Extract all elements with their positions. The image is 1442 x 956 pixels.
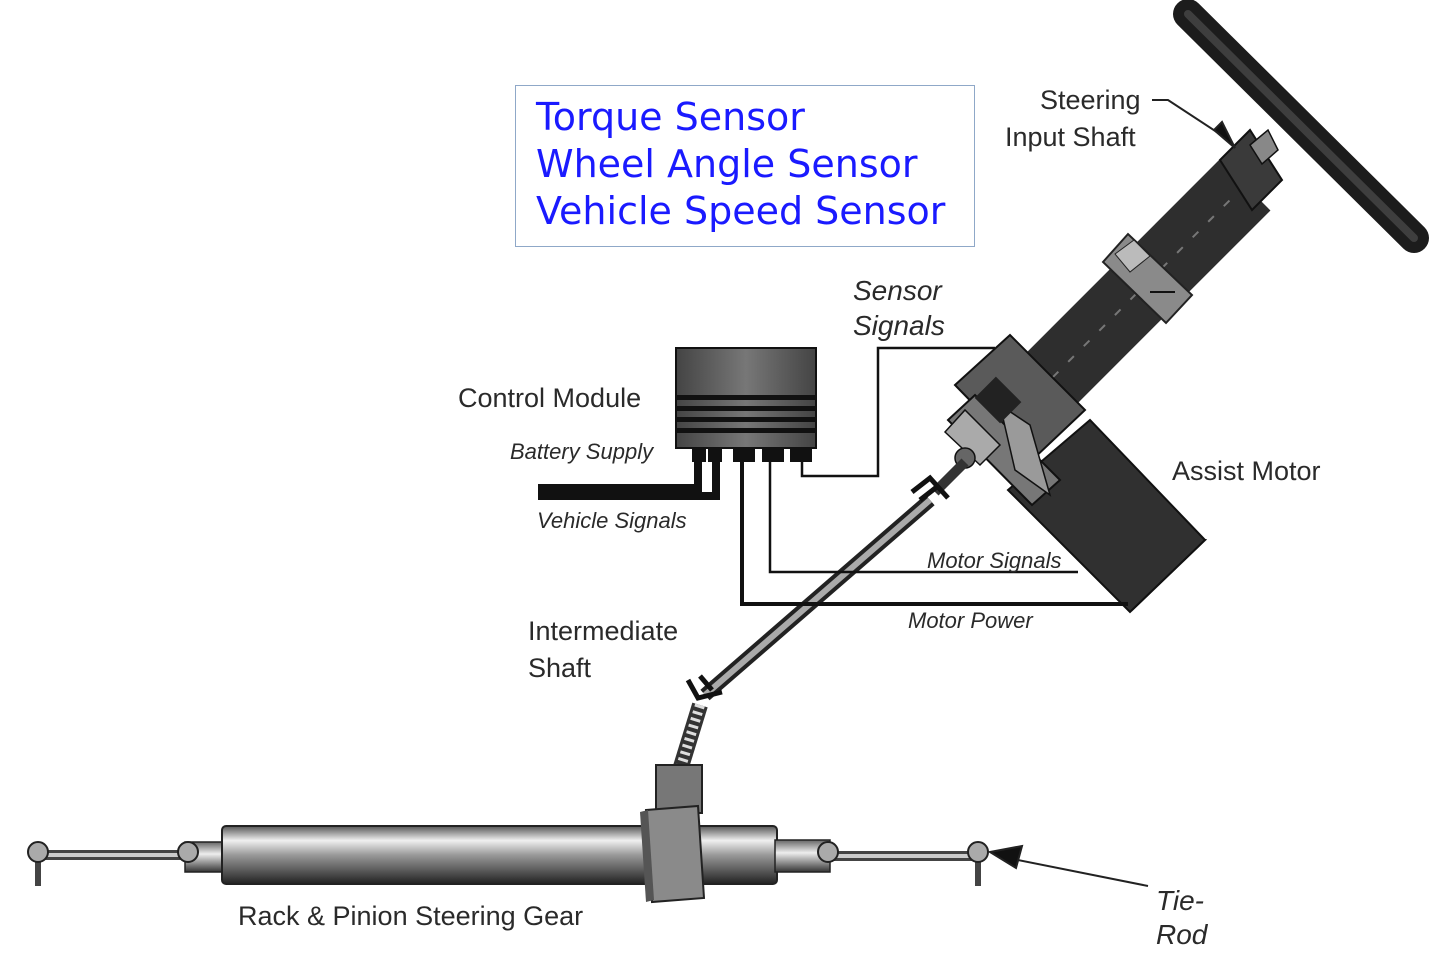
label-tie: Tie- bbox=[1156, 885, 1204, 916]
sensor-item-torque: Torque Sensor bbox=[536, 95, 805, 139]
leader-lines bbox=[987, 99, 1236, 887]
label-intermediate: Intermediate bbox=[528, 616, 679, 646]
steering-wheel bbox=[1173, 0, 1429, 253]
sensor-list-box: Torque Sensor Wheel Angle Sensor Vehicle… bbox=[515, 85, 975, 247]
label-motor-signals: Motor Signals bbox=[927, 548, 1062, 573]
label-signals: Signals bbox=[853, 310, 945, 341]
label-assist-motor: Assist Motor bbox=[1172, 456, 1321, 486]
sensor-item-wheel-angle: Wheel Angle Sensor bbox=[536, 142, 918, 186]
label-battery-supply: Battery Supply bbox=[510, 439, 654, 464]
rack-pinion-gear bbox=[27, 764, 989, 904]
sensor-item-vehicle-speed: Vehicle Speed Sensor bbox=[536, 189, 946, 233]
label-rack-pinion: Rack & Pinion Steering Gear bbox=[238, 901, 584, 931]
label-rod: Rod bbox=[1156, 919, 1208, 950]
control-module bbox=[675, 347, 817, 462]
label-vehicle-signals: Vehicle Signals bbox=[537, 508, 687, 533]
label-input-shaft: Input Shaft bbox=[1005, 122, 1136, 152]
intermediate-shaft bbox=[672, 458, 969, 773]
wiring-harness bbox=[538, 346, 1128, 606]
label-sensor: Sensor bbox=[853, 275, 942, 306]
label-control-module: Control Module bbox=[458, 383, 642, 413]
label-motor-power: Motor Power bbox=[908, 608, 1033, 633]
assist-motor bbox=[943, 333, 1208, 614]
label-shaft: Shaft bbox=[528, 653, 592, 683]
label-steering: Steering bbox=[1040, 85, 1141, 115]
